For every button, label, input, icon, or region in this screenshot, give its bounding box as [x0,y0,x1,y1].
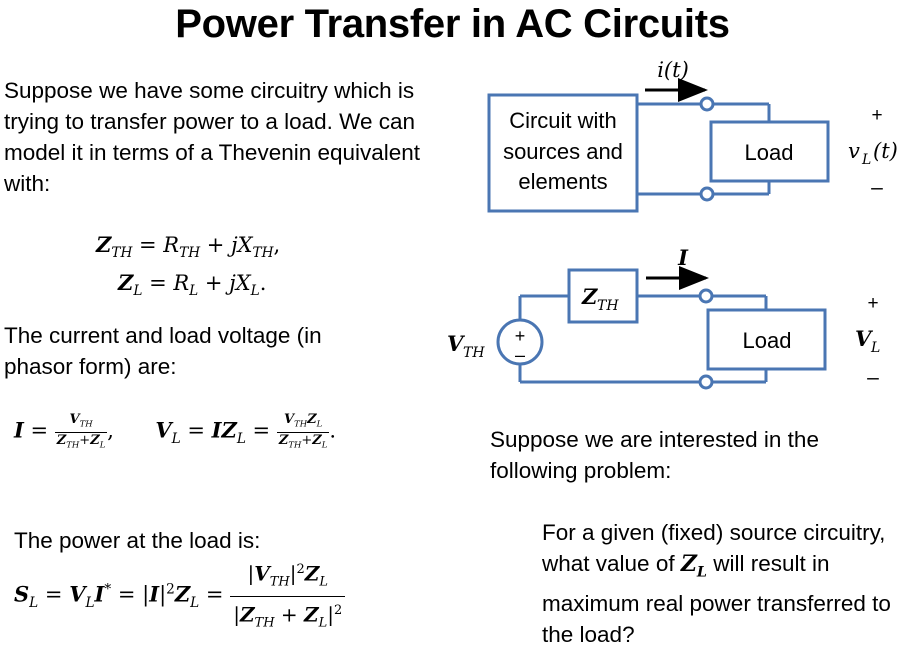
slide-title: Power Transfer in AC Circuits [175,2,730,46]
zth-label: Z TH [581,284,619,314]
bottom-load-label: Load [743,328,792,353]
svg-text:TH: TH [463,345,485,361]
svg-text:V: V [855,326,874,351]
source-circuit-box [487,93,639,213]
svg-text:L: L [861,152,871,168]
bottom-load-box [706,308,827,371]
top-plus-sign: + [871,105,882,126]
top-voltage-label: v L (t) [848,139,898,168]
svg-text:Z: Z [581,284,598,309]
question-after: will result in maximum real power transf… [542,551,891,648]
source-minus-sign: – [515,345,525,365]
question-paragraph: For a given (fixed) source circuitry, wh… [542,517,892,650]
eq-zl: ZL = RL + jXL. [118,270,267,300]
bottom-circuit [496,268,827,390]
svg-text:(t): (t) [873,139,898,163]
power-fraction: |VTH|2ZL|ZTH + ZL|2 [230,557,346,635]
phasor-paragraph: The current and load voltage (in phasor … [4,323,322,379]
top-terminal-upper [699,96,715,112]
svg-text:L: L [870,340,880,356]
top-circuit [487,93,830,213]
top-current-label: i(t) [657,58,689,82]
top-load-box [709,120,830,183]
top-terminal-lower [699,186,715,202]
top-load-label: Load [745,140,794,165]
bottom-voltage-label: V L [855,326,880,356]
source-box-line-2: sources and [503,139,623,164]
impedance-equations: ZTH = RTH + jXTH, ZL = RL + jXL. [96,230,280,306]
svg-text:v: v [848,139,860,163]
power-equation: SL = VLI* = |I|2ZL = |VTH|2ZL|ZTH + ZL|2 [14,557,346,635]
source-plus-sign: + [515,326,526,346]
bottom-terminal-lower [698,374,714,390]
svg-text:V: V [447,331,466,356]
source-box-line-3: elements [518,169,607,194]
top-minus-sign: – [871,176,883,199]
question-before: For a given (fixed) source circuitry, wh… [542,520,886,576]
svg-text:TH: TH [597,298,619,314]
bottom-terminal-upper [698,288,714,304]
voltage-source-circle [496,318,544,366]
zth-box [567,268,639,324]
source-box-line-1: Circuit with [509,108,617,133]
bottom-minus-sign: – [867,366,879,389]
power-paragraph: The power at the load is: [14,528,261,553]
question-zl-symbol: ZL [680,551,707,581]
problem-paragraph: Suppose we are interested in the followi… [490,427,819,483]
source-voltage-label: V TH [447,331,485,361]
intro-paragraph: Suppose we have some circuitry which is … [4,78,421,196]
eq-zth: ZTH = RTH + jXTH, [96,232,281,262]
circuit-diagram: i(t) Circuit with sources and elements L… [447,58,898,390]
bottom-current-label: I [677,245,689,270]
bottom-plus-sign: + [867,293,878,314]
